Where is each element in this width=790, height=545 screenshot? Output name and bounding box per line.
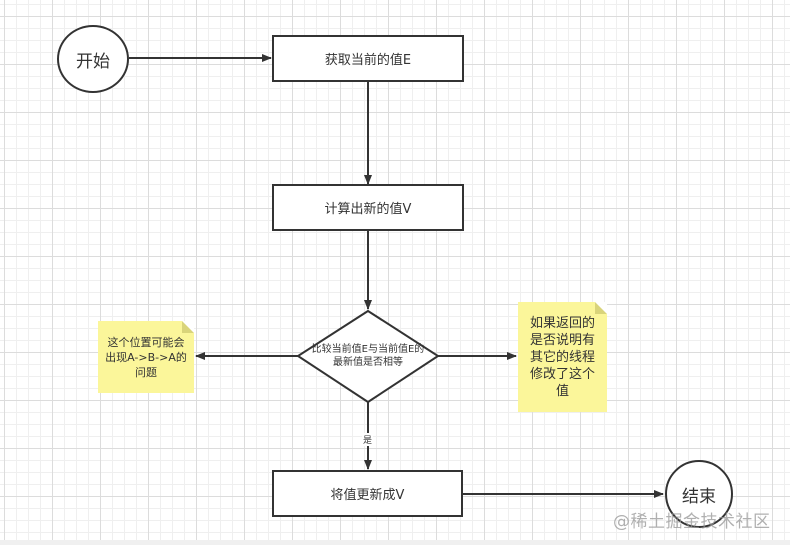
note-fold-corner: [182, 321, 194, 333]
get-value-node[interactable]: 获取当前的值E: [272, 35, 464, 82]
compute-label: 计算出新的值V: [324, 202, 412, 217]
update-label: 将值更新成V: [330, 488, 405, 503]
right-note-line-4: 修改了这个: [529, 366, 595, 382]
right-note-line-2: 是否说明有: [529, 332, 595, 348]
end-label: 结束: [682, 486, 716, 507]
right-note-line-5: 值: [555, 383, 569, 399]
left-note-line-3: 问题: [134, 365, 157, 379]
start-node[interactable]: 开始: [57, 25, 129, 93]
decision-label-line-2: 最新值是否相等: [333, 357, 403, 368]
decision-label[interactable]: 比较当前值E与当前值E的 最新值是否相等: [298, 343, 438, 369]
decision-label-line-1: 比较当前值E与当前值E的: [311, 344, 425, 355]
right-note-line-3: 其它的线程: [529, 349, 595, 365]
end-node[interactable]: 结束: [665, 460, 733, 528]
right-note[interactable]: 如果返回的 是否说明有 其它的线程 修改了这个 值: [518, 302, 607, 412]
edge-label-yes: 是: [362, 433, 374, 446]
compute-node[interactable]: 计算出新的值V: [272, 184, 464, 231]
watermark: @稀土掘金技术社区: [613, 512, 771, 532]
left-note-line-2: 出现A->B->A的: [105, 350, 187, 364]
note-fold-corner: [595, 302, 607, 314]
start-label: 开始: [76, 51, 110, 72]
bottom-scrollbar-track: [0, 540, 790, 545]
left-note-line-1: 这个位置可能会: [107, 335, 185, 349]
left-note[interactable]: 这个位置可能会 出现A->B->A的 问题: [98, 321, 194, 393]
right-note-line-1: 如果返回的: [529, 315, 595, 331]
update-node[interactable]: 将值更新成V: [272, 470, 463, 517]
get-value-label: 获取当前的值E: [324, 53, 412, 68]
